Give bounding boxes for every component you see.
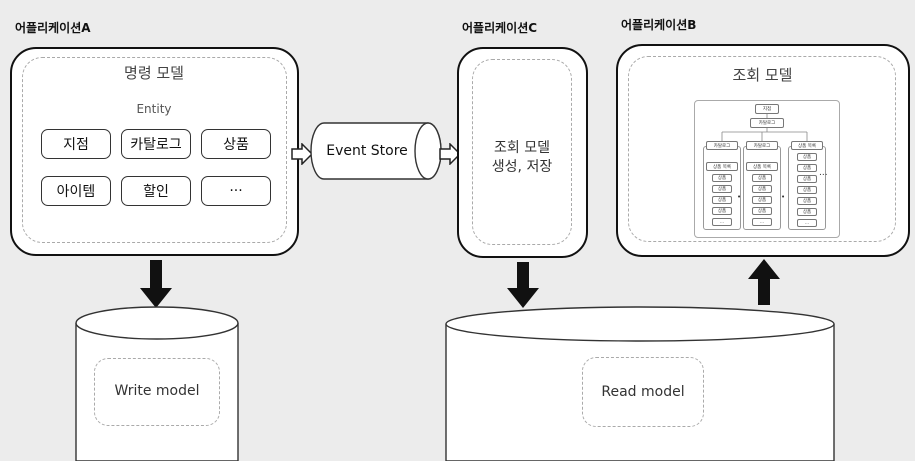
tree-col2-item: 상품 <box>752 185 772 193</box>
event-store-cylinder <box>310 122 442 180</box>
tree-col3-item: 상품 <box>797 197 817 205</box>
tree-catalog-node: 카탈로그 <box>750 118 784 128</box>
entity-branch: 지점 <box>41 129 111 159</box>
entity-discount: 할인 <box>121 176 191 206</box>
tree-dot: • <box>737 193 742 201</box>
command-model-region <box>22 57 287 243</box>
tree-root-node: 지점 <box>755 104 779 114</box>
arrow-down-to-write-db <box>140 260 172 308</box>
arrow-up-from-read-db <box>748 259 780 305</box>
tree-side-more: ... <box>819 168 828 178</box>
app-a-box: 명령 모델 Entity 지점 카탈로그 상품 아이템 할인 ··· <box>10 47 299 256</box>
write-model-label: Write model <box>114 383 200 399</box>
app-b-label: 어플리케이션B <box>621 18 697 32</box>
app-c-line2: 생성, 저장 <box>491 159 553 175</box>
tree-col2-item: 상품 <box>752 174 772 182</box>
tree-col2-item: 상품 <box>752 207 772 215</box>
query-model-tree: 지점 카탈로그 카탈로그 상품 목록 상품 상품 상품 상품 ... 카탈로그 … <box>694 100 840 238</box>
write-model-database <box>75 306 239 461</box>
command-model-title: 명령 모델 <box>124 64 184 82</box>
tree-dot: • <box>781 193 786 201</box>
hollow-arrow-to-app-c <box>439 143 461 165</box>
tree-col1-item: 상품 <box>712 196 732 204</box>
arrow-down-to-read-db <box>507 262 539 308</box>
app-a-label: 어플리케이션A <box>15 21 91 35</box>
app-b-box: 조회 모델 지점 카탈로그 카탈로그 상품 목록 상품 상품 상품 상품 ...… <box>616 44 910 257</box>
entity-more: ··· <box>201 176 271 206</box>
app-c-line1: 조회 모델 <box>494 140 550 156</box>
read-model-label: Read model <box>601 384 685 400</box>
tree-col3-more: ... <box>797 219 817 227</box>
tree-col3-item: 상품 <box>797 175 817 183</box>
tree-col2-item: 상품 <box>752 196 772 204</box>
tree-col1-header: 카탈로그 <box>706 141 738 150</box>
write-model-region <box>94 358 220 426</box>
tree-col1-item: 상품 <box>712 207 732 215</box>
event-store-label: Event Store <box>326 143 408 159</box>
tree-col3-item: 상품 <box>797 208 817 216</box>
tree-col2-more: ... <box>752 218 772 226</box>
read-model-database <box>445 306 835 461</box>
tree-col3-item: 상품 <box>797 186 817 194</box>
tree-col1-item: 상품 <box>712 174 732 182</box>
tree-col1-item: 상품 <box>712 185 732 193</box>
query-model-title: 조회 모델 <box>732 66 793 84</box>
entity-catalog: 카탈로그 <box>121 129 191 159</box>
tree-col1-list: 상품 목록 <box>706 162 738 171</box>
tree-col2-header: 카탈로그 <box>746 141 778 150</box>
query-builder-region <box>472 59 572 245</box>
entity-item: 아이템 <box>41 176 111 206</box>
tree-col3-item: 상품 <box>797 153 817 161</box>
entity-product: 상품 <box>201 129 271 159</box>
tree-col3-item: 상품 <box>797 164 817 172</box>
tree-col3-header: 상품 목록 <box>791 141 823 150</box>
tree-col1-more: ... <box>712 218 732 226</box>
app-c-label: 어플리케이션C <box>462 21 538 35</box>
tree-col2-list: 상품 목록 <box>746 162 778 171</box>
read-model-region <box>582 357 704 427</box>
app-c-box: 조회 모델 생성, 저장 <box>457 47 588 258</box>
entity-label: Entity <box>136 102 172 116</box>
hollow-arrow-to-event-store <box>291 143 313 165</box>
query-model-region <box>628 56 896 242</box>
